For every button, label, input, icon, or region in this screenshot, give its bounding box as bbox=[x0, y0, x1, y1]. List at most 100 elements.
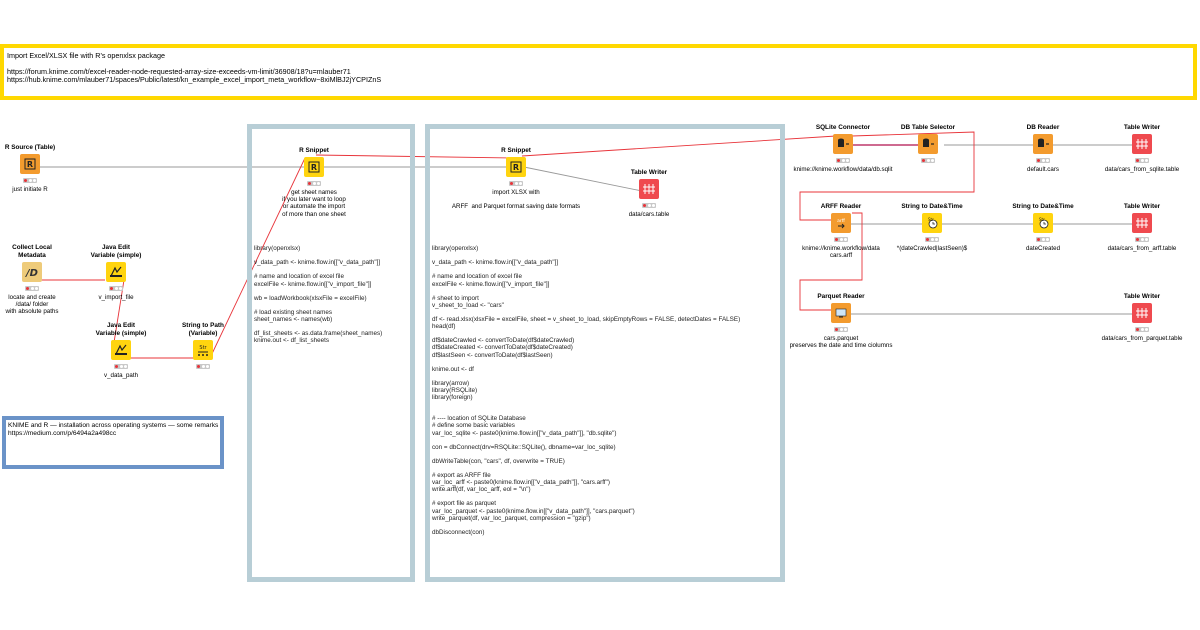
node-label[interactable]: data/cars_from_parquet.table bbox=[1101, 335, 1183, 342]
db-icon[interactable] bbox=[833, 134, 853, 154]
node-title: String to Date&Time bbox=[901, 202, 963, 210]
header-annotation: Import Excel/XLSX file with R's openxlsx… bbox=[0, 44, 1197, 100]
svg-text:R: R bbox=[513, 163, 519, 172]
node-status-traffic-light bbox=[307, 181, 321, 186]
node-title: R Source (Table) bbox=[4, 143, 56, 151]
remarks-line-1: KNIME and R — installation across operat… bbox=[8, 422, 219, 429]
header-line-1: Import Excel/XLSX file with R's openxlsx… bbox=[7, 51, 165, 60]
node-label[interactable]: *(dateCrawled|lastSeen)$ bbox=[896, 245, 968, 252]
node-title: Java Edit Variable (simple) bbox=[95, 322, 147, 337]
node-parquet-reader[interactable]: Parquet Reader cars.parquet preserves the… bbox=[790, 292, 893, 363]
arff-icon[interactable]: arff bbox=[831, 213, 851, 233]
node-title: String to Path (Variable) bbox=[182, 322, 224, 337]
node-title: Java Edit Variable (simple) bbox=[90, 244, 142, 259]
node-table-writer-2[interactable]: Table Writer data/cars_from_sqlite.table bbox=[1092, 124, 1192, 194]
node-status-traffic-light bbox=[921, 158, 935, 163]
flow-arff-parquet bbox=[799, 212, 863, 311]
node-title: Table Writer bbox=[1123, 202, 1161, 210]
node-label[interactable]: knime://knime.workflow/data cars.arff bbox=[802, 245, 880, 260]
node-status-traffic-light bbox=[836, 158, 850, 163]
node-status-traffic-light bbox=[834, 327, 848, 332]
remarks-link[interactable]: https://medium.com/p/6494a2a498cc bbox=[8, 430, 117, 437]
table-icon[interactable] bbox=[1132, 303, 1152, 323]
node-label[interactable]: dateCreated bbox=[1025, 245, 1061, 252]
node-label[interactable]: cars.parquet preserves the date and time… bbox=[789, 335, 893, 350]
node-title: Table Writer bbox=[1123, 123, 1161, 131]
snippet1-code: library(openxlsx) v_data_path <- knime.f… bbox=[254, 245, 383, 345]
node-label[interactable]: locate and create /data/ folder with abs… bbox=[5, 294, 59, 316]
flow-sqlite-arff bbox=[799, 131, 975, 221]
node-label[interactable]: v_data_path bbox=[103, 372, 139, 379]
snippet2-code: library(openxlsx) v_data_path <- knime.f… bbox=[432, 245, 741, 536]
clock-icon[interactable]: Str bbox=[922, 213, 942, 233]
java-icon[interactable] bbox=[106, 262, 126, 282]
node-title: R Snippet bbox=[501, 146, 531, 154]
node-sqlite-connector[interactable]: SQLite Connector knime://knime.workflow/d… bbox=[793, 124, 893, 194]
node-label[interactable]: knime://knime.workflow/data/db.sqlit bbox=[793, 166, 893, 173]
node-label[interactable]: v_import_file bbox=[98, 294, 134, 301]
link-rsnippet2-tablewriter1 bbox=[523, 166, 643, 192]
node-title: Table Writer bbox=[630, 168, 668, 176]
snippet1-code-annotation: library(openxlsx) v_data_path <- knime.f… bbox=[247, 124, 415, 582]
node-collect-local-metadata[interactable]: Collect Local Metadata/D locate and creat… bbox=[0, 244, 82, 315]
node-label[interactable]: data/cars_from_arff.table bbox=[1107, 245, 1177, 252]
svg-text:arff: arff bbox=[837, 218, 846, 224]
node-arff-reader[interactable]: ARFF Reader arff knime://knime.workflow/da… bbox=[791, 203, 891, 273]
r-icon[interactable]: R bbox=[304, 157, 324, 177]
node-title: R Snippet bbox=[299, 146, 329, 154]
flow-stringtopath-rsnippet1 bbox=[209, 157, 306, 359]
node-db-table-selector[interactable]: DB Table Selector bbox=[878, 124, 978, 194]
node-title: Collect Local Metadata bbox=[12, 244, 52, 259]
node-status-traffic-light bbox=[196, 364, 210, 369]
db-icon[interactable] bbox=[918, 134, 938, 154]
java-icon[interactable] bbox=[111, 340, 131, 360]
node-status-traffic-light bbox=[109, 286, 123, 291]
node-java-edit-1[interactable]: Java Edit Variable (simple) v_import_file bbox=[66, 244, 166, 314]
node-title: SQLite Connector bbox=[815, 123, 871, 131]
node-title: Parquet Reader bbox=[817, 292, 865, 300]
node-table-writer-4[interactable]: Table Writer data/cars_from_parquet.table bbox=[1092, 293, 1192, 363]
node-label[interactable]: just initiate R bbox=[12, 186, 48, 193]
svg-text:R: R bbox=[311, 163, 317, 172]
node-string-to-path[interactable]: String to Path (Variable) Str bbox=[153, 322, 253, 392]
r-icon[interactable]: R bbox=[20, 154, 40, 174]
header-link-hub[interactable]: https://hub.knime.com/mlauber71/spaces/P… bbox=[7, 75, 382, 84]
table-icon[interactable] bbox=[1132, 134, 1152, 154]
node-label[interactable]: default.cars bbox=[1027, 166, 1059, 173]
node-table-writer-1[interactable]: Table Writer data/cars.table bbox=[599, 169, 699, 239]
node-status-traffic-light bbox=[1135, 327, 1149, 332]
node-status-traffic-light bbox=[25, 286, 39, 291]
node-title: ARFF Reader bbox=[820, 202, 862, 210]
table-icon[interactable] bbox=[639, 179, 659, 199]
table-icon[interactable] bbox=[1132, 213, 1152, 233]
node-status-traffic-light bbox=[1036, 237, 1050, 242]
svg-text:/D: /D bbox=[25, 268, 38, 279]
node-status-traffic-light bbox=[114, 364, 128, 369]
node-table-writer-3[interactable]: Table Writer data/cars_from_arff.table bbox=[1092, 203, 1192, 273]
svg-text:Str: Str bbox=[1039, 217, 1045, 222]
r-icon[interactable]: R bbox=[506, 157, 526, 177]
node-title: String to Date&Time bbox=[1012, 202, 1074, 210]
node-status-traffic-light bbox=[1135, 158, 1149, 163]
node-label[interactable]: get sheet names if you later want to loo… bbox=[282, 189, 346, 218]
metanode-icon[interactable]: /D bbox=[22, 262, 42, 282]
parquet-icon[interactable] bbox=[831, 303, 851, 323]
node-status-traffic-light bbox=[1135, 237, 1149, 242]
path-icon[interactable]: Str bbox=[193, 340, 213, 360]
node-label[interactable]: import XLSX with ARFF and Parquet format… bbox=[451, 189, 581, 211]
node-label[interactable]: data/cars_from_sqlite.table bbox=[1104, 166, 1180, 173]
node-status-traffic-light bbox=[834, 237, 848, 242]
node-title: Table Writer bbox=[1123, 292, 1161, 300]
node-label[interactable]: data/cars.table bbox=[628, 211, 670, 218]
clock-icon[interactable]: Str bbox=[1033, 213, 1053, 233]
node-status-traffic-light bbox=[509, 181, 523, 186]
db-icon[interactable] bbox=[1033, 134, 1053, 154]
header-link-forum[interactable]: https://forum.knime.com/t/excel-reader-n… bbox=[7, 67, 351, 76]
node-java-edit-2[interactable]: Java Edit Variable (simple) v_data_path bbox=[71, 322, 171, 392]
